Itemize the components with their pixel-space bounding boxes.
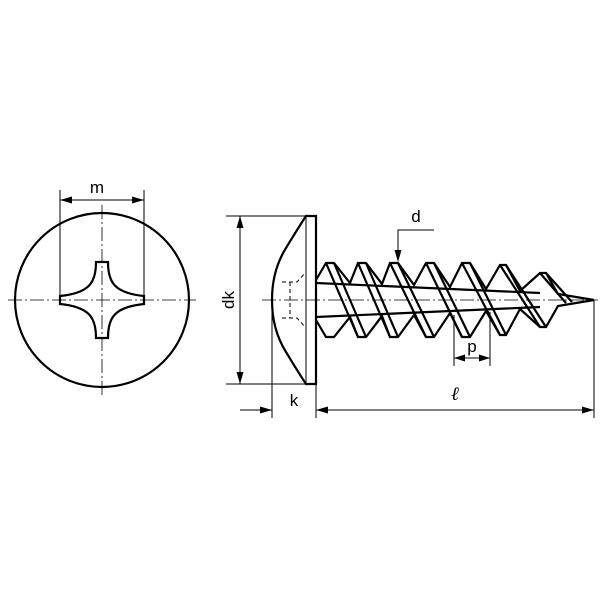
p-label: p: [467, 337, 476, 356]
dk-arrow-top: [236, 216, 244, 228]
length-arrow-right: [582, 406, 594, 414]
p-arrow-left: [454, 354, 465, 362]
d-leader-line: [397, 229, 434, 258]
recess-hidden-bottom: [282, 317, 307, 329]
k-label: k: [290, 391, 299, 410]
dk-label: dk: [219, 291, 238, 309]
screw-side-view: dk k ℓ d p: [219, 207, 598, 418]
m-label: m: [90, 178, 104, 197]
shank-core-top: [315, 281, 541, 295]
d-label: d: [411, 207, 420, 226]
dk-arrow-bottom: [236, 372, 244, 384]
recess-hidden-top: [282, 271, 307, 283]
k-arrow-left: [260, 406, 272, 414]
m-arrow-right: [132, 196, 144, 204]
d-arrow: [394, 250, 402, 262]
cross-recess: [58, 260, 146, 340]
m-arrow-left: [60, 196, 72, 204]
p-arrow-right: [479, 354, 490, 362]
length-label: ℓ: [451, 384, 459, 405]
shank-core-bottom: [315, 305, 541, 319]
head-top-view: m: [8, 178, 196, 395]
thread-helix-lines: [324, 262, 573, 338]
